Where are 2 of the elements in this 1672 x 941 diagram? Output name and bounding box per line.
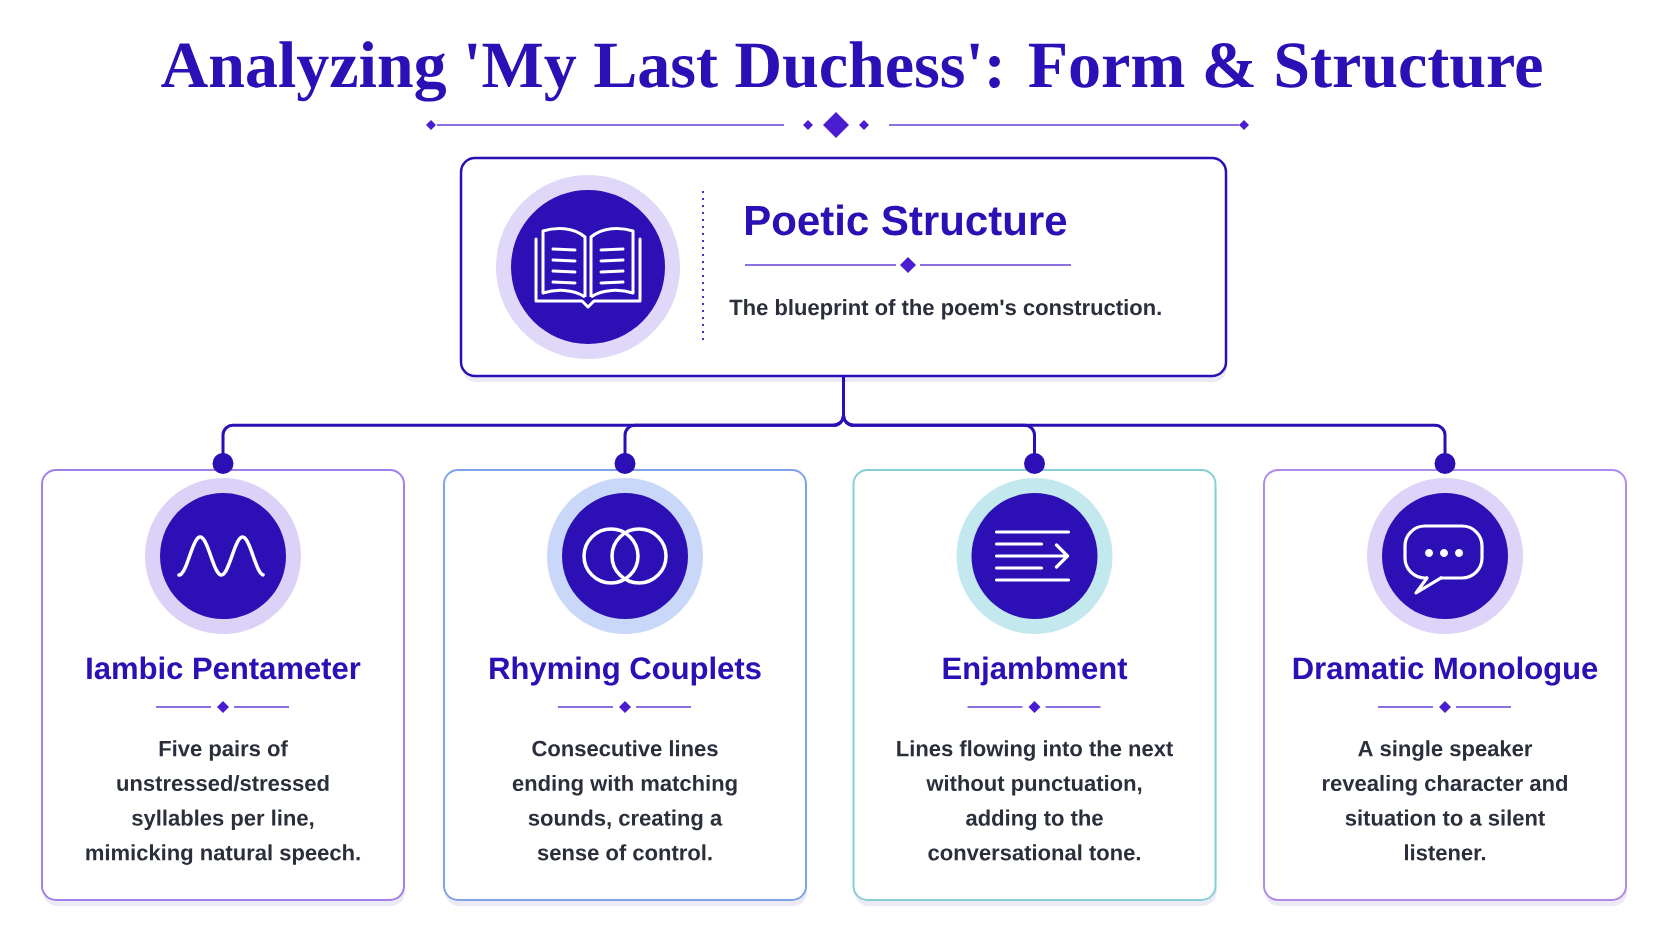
title: Analyzing 'My Last Duchess': Form & Structure	[161, 41, 1542, 102]
connector	[842, 377, 1456, 474]
